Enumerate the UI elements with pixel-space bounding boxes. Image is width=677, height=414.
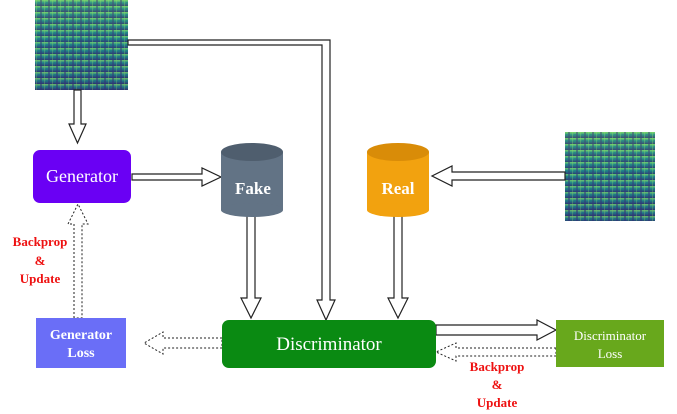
arrow-real-to-discriminator xyxy=(387,213,409,320)
real-label: Real xyxy=(381,179,414,198)
backprop-left-line2: & xyxy=(35,253,46,268)
backprop-annotation-right: Backprop & Update xyxy=(470,359,525,410)
arrow-discriminator-to-generator-loss xyxy=(143,331,223,355)
generator-loss-line2: Loss xyxy=(67,346,95,361)
backprop-left-line3: Update xyxy=(20,271,61,286)
discriminator-label: Discriminator xyxy=(276,334,382,355)
discriminator-loss-line1: Discriminator xyxy=(574,328,647,343)
arrow-realimg-to-real xyxy=(430,165,566,187)
backprop-annotation-left: Backprop & Update xyxy=(13,234,68,286)
arrow-generator-to-fake xyxy=(131,167,223,187)
discriminator-loss-node: Discriminator Loss xyxy=(556,320,664,367)
arrow-noise-to-generator xyxy=(68,89,87,145)
noise-spectrogram xyxy=(35,0,128,90)
discriminator-node: Discriminator xyxy=(222,320,436,368)
generator-loss-line1: Generator xyxy=(50,328,112,343)
generator-loss-node: Generator Loss xyxy=(36,318,126,368)
real-spectrogram xyxy=(565,132,655,221)
arrow-noise-to-discriminator xyxy=(127,39,336,322)
backprop-right-line1: Backprop xyxy=(470,359,525,374)
fake-cylinder: Fake xyxy=(221,143,283,217)
generator-node: Generator xyxy=(33,150,131,203)
arrow-loss-to-discriminator xyxy=(434,342,557,362)
arrow-generator-loss-to-generator xyxy=(67,202,89,319)
real-cylinder: Real xyxy=(367,143,429,217)
backprop-right-line3: Update xyxy=(477,395,518,410)
backprop-left-line1: Backprop xyxy=(13,234,68,249)
arrow-discriminator-to-loss xyxy=(435,319,558,341)
arrow-fake-to-discriminator xyxy=(240,213,262,320)
fake-label: Fake xyxy=(235,179,271,198)
generator-label: Generator xyxy=(46,166,118,186)
discriminator-loss-line2: Loss xyxy=(598,346,623,361)
backprop-right-line2: & xyxy=(492,377,503,392)
